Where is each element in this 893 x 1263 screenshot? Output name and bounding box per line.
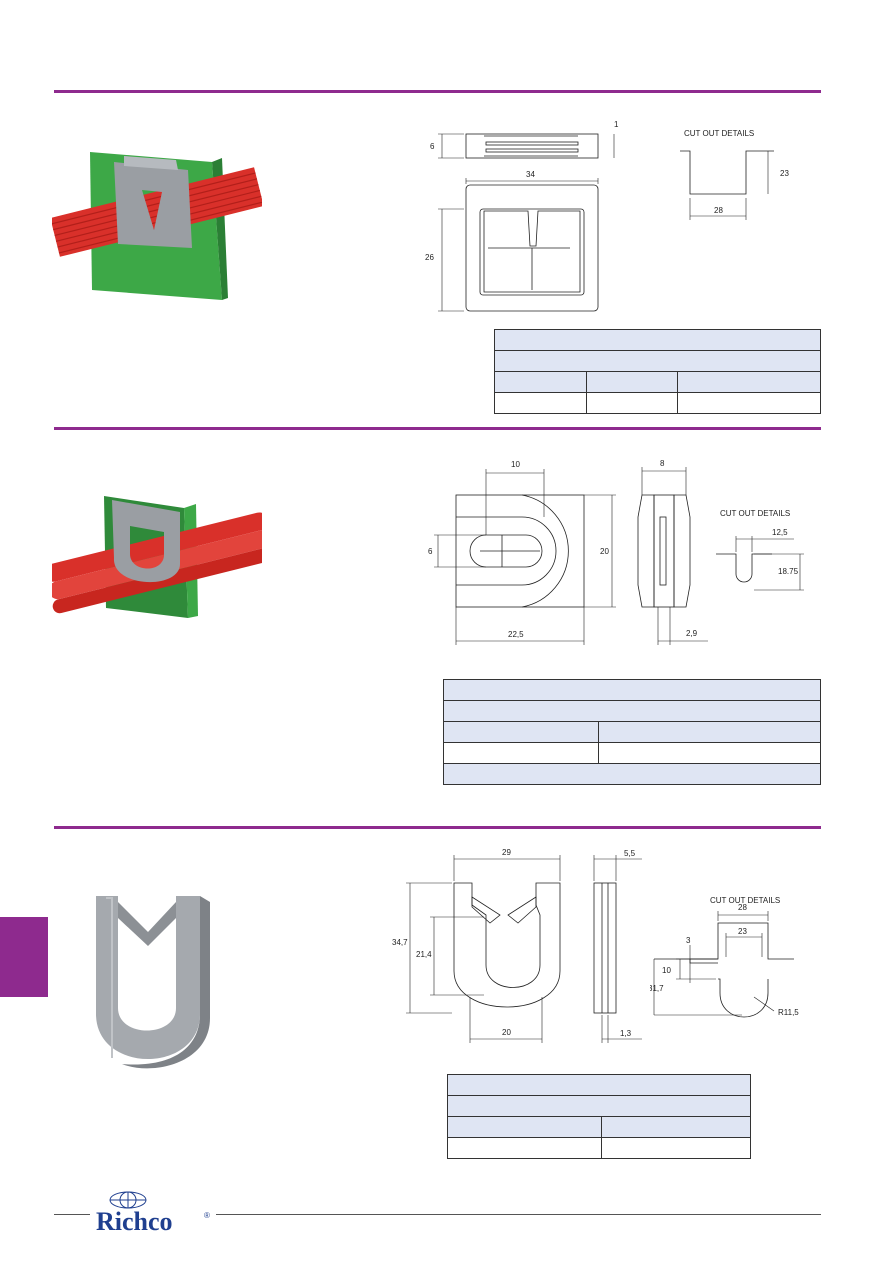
dim-s3-inner-width: 20 bbox=[502, 1028, 511, 1037]
dim-s2-side-width: 8 bbox=[660, 459, 665, 468]
richco-logo: Richco ® bbox=[96, 1191, 210, 1236]
logo-text: Richco bbox=[96, 1207, 173, 1236]
side-drawing-2: 8 2,9 bbox=[637, 459, 708, 645]
section-divider-1 bbox=[54, 90, 821, 93]
spec-table-1 bbox=[494, 329, 821, 414]
cutout-3-notch-height: 10 bbox=[662, 966, 671, 975]
product-photo-1 bbox=[52, 152, 262, 300]
dim-s2-slot-width: 10 bbox=[511, 460, 520, 469]
dim-s1-width: 34 bbox=[526, 170, 535, 179]
cutout-3-outer-width: 28 bbox=[738, 903, 747, 912]
footer-rule-left bbox=[54, 1214, 90, 1215]
globe-icon bbox=[109, 1191, 147, 1209]
dim-s1-height-side: 6 bbox=[430, 142, 435, 151]
cutout-2-width: 12,5 bbox=[772, 528, 788, 537]
dim-s2-panel: 2,9 bbox=[686, 629, 698, 638]
dim-s2-slot-height: 6 bbox=[428, 547, 433, 556]
dim-s3-panel: 1,3 bbox=[620, 1029, 632, 1038]
cutout-title-2: CUT OUT DETAILS bbox=[720, 509, 790, 518]
footer-rule-right bbox=[216, 1214, 821, 1215]
technical-drawing-3: 29 34,7 21,4 20 bbox=[392, 848, 561, 1043]
dim-s3-inner-height: 21,4 bbox=[416, 950, 432, 959]
cutout-drawing-3: CUT OUT DETAILS 28 23 3 10 31,7 R11,5 bbox=[650, 896, 799, 1018]
technical-drawing-1: 6 1 34 26 bbox=[425, 120, 619, 312]
section-divider-3 bbox=[54, 826, 821, 829]
cutout-title-3: CUT OUT DETAILS bbox=[710, 896, 780, 905]
dim-s1-thickness: 1 bbox=[614, 120, 619, 129]
cutout-title-1: CUT OUT DETAILS bbox=[684, 129, 754, 138]
registered-mark: ® bbox=[204, 1211, 210, 1220]
dim-s2-overall-width: 22,5 bbox=[508, 630, 524, 639]
dim-s3-side-width: 5,5 bbox=[624, 849, 636, 858]
cutout-drawing-2: CUT OUT DETAILS 12,5 18.75 bbox=[716, 509, 804, 591]
cutout-3-height: 31,7 bbox=[650, 984, 664, 993]
product-photo-2 bbox=[52, 496, 262, 618]
dim-s2-height: 20 bbox=[600, 547, 609, 556]
cutout-3-radius: R11,5 bbox=[778, 1008, 799, 1017]
cutout-3-notch: 3 bbox=[686, 936, 691, 945]
cutout-1-width: 28 bbox=[714, 206, 723, 215]
technical-drawing-2: 10 6 20 22,5 bbox=[428, 460, 616, 645]
dim-s3-height: 34,7 bbox=[392, 938, 408, 947]
dim-s1-height: 26 bbox=[425, 253, 434, 262]
spec-table-3 bbox=[447, 1074, 751, 1159]
side-drawing-3: 5,5 1,3 bbox=[593, 849, 642, 1043]
cutout-1-height: 23 bbox=[780, 169, 789, 178]
cutout-3-inner-width: 23 bbox=[738, 927, 747, 936]
cutout-2-height: 18.75 bbox=[778, 567, 799, 576]
chapter-side-tab bbox=[0, 917, 48, 997]
product-photo-3 bbox=[96, 896, 210, 1069]
cutout-drawing-1: CUT OUT DETAILS 23 28 bbox=[680, 129, 789, 220]
dim-s3-width: 29 bbox=[502, 848, 511, 857]
spec-table-2 bbox=[443, 679, 821, 785]
section-divider-2 bbox=[54, 427, 821, 430]
